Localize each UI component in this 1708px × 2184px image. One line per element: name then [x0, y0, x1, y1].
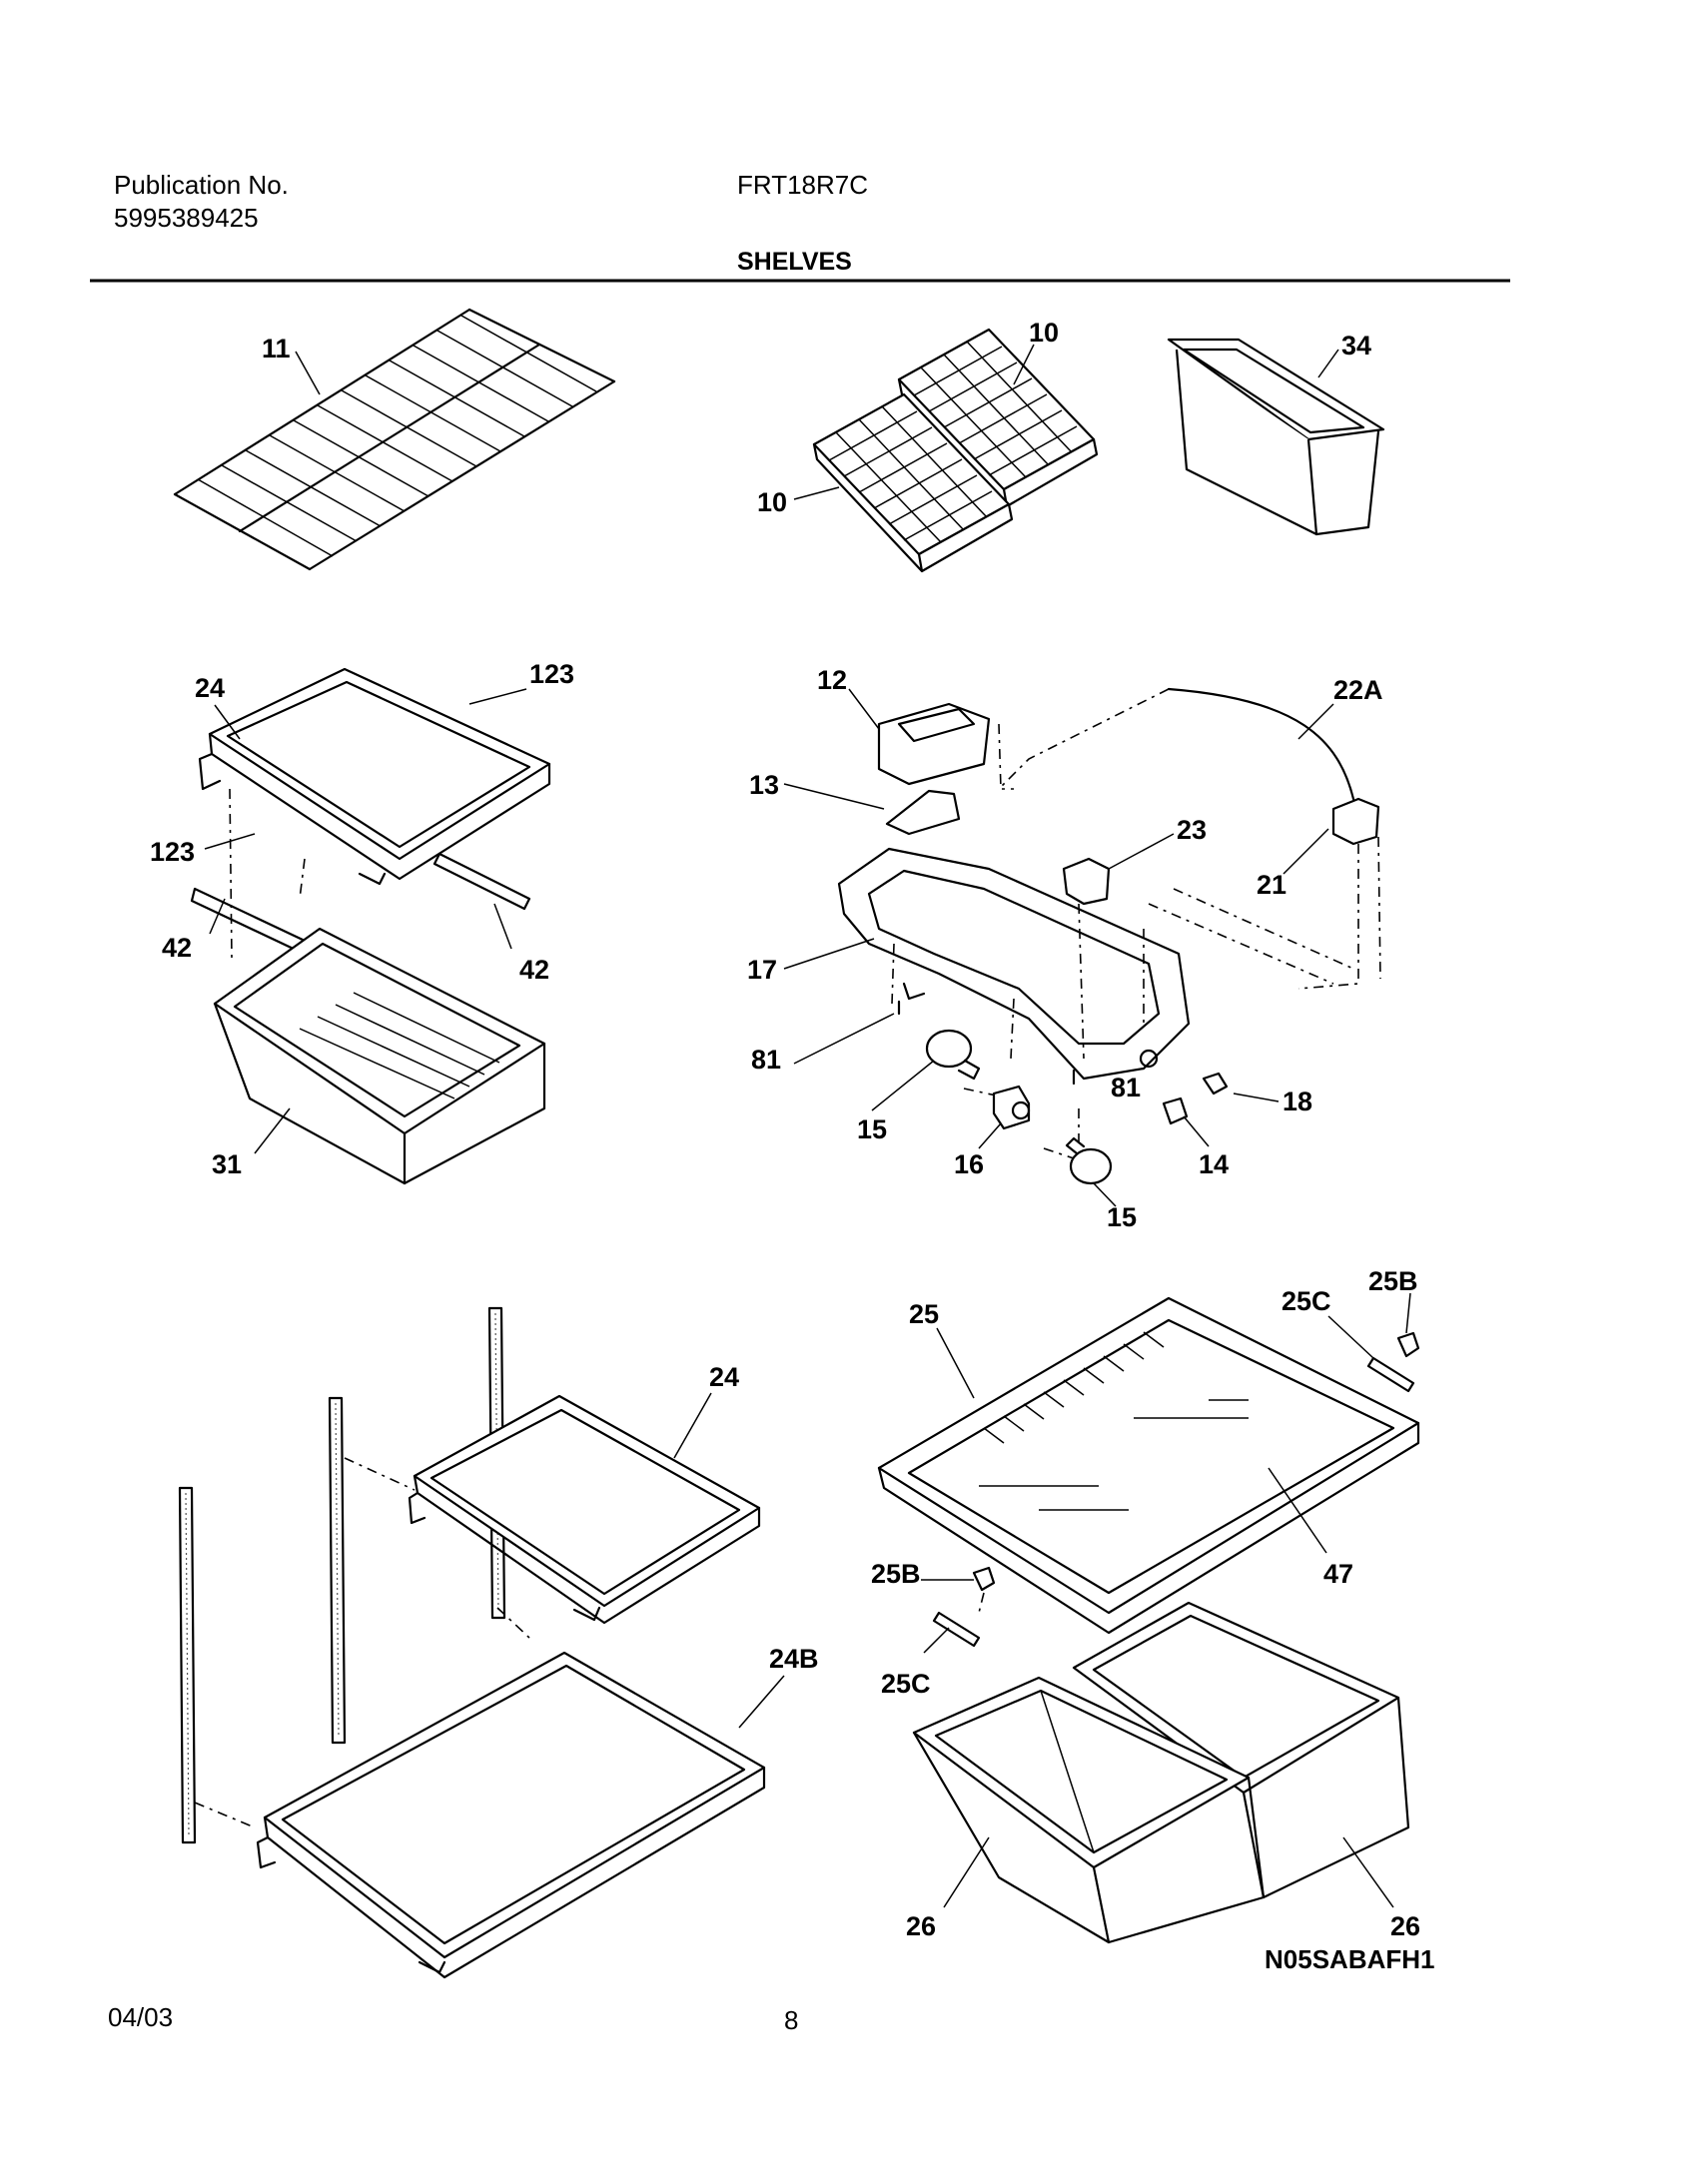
callout-25: 25 — [909, 1299, 939, 1329]
callout-16: 16 — [954, 1149, 984, 1179]
terminal-block-21 — [1331, 797, 1380, 846]
clip-25B-left — [972, 1566, 996, 1592]
callout-13: 13 — [749, 770, 779, 800]
shelf-rail-mid — [328, 1396, 347, 1745]
callout-25C-left: 25C — [881, 1669, 931, 1699]
bin-34 — [1167, 338, 1385, 536]
callout-24-lower: 24 — [709, 1362, 739, 1392]
clip-18 — [1202, 1072, 1229, 1095]
crisper-drawer-31 — [213, 927, 546, 1185]
footer-date: 04/03 — [108, 2002, 174, 2032]
callout-24B: 24B — [769, 1644, 819, 1674]
glass-shelf-24-upper — [198, 667, 551, 886]
callout-17: 17 — [747, 955, 777, 985]
callout-25B-left: 25B — [871, 1559, 921, 1589]
callout-34: 34 — [1341, 331, 1371, 361]
callout-10-lower: 10 — [757, 487, 787, 517]
crisper-drawer-26-right — [1072, 1601, 1410, 1899]
shelf-rail-short — [178, 1486, 197, 1844]
switch-23 — [1062, 857, 1111, 906]
bracket-25C-right — [1366, 1356, 1415, 1393]
shelf-bracket-42-right — [432, 852, 531, 911]
ice-tray-10-lower — [812, 392, 1014, 573]
callout-11: 11 — [262, 334, 291, 364]
light-switch-14 — [1162, 1096, 1189, 1125]
callout-31: 31 — [212, 1149, 242, 1179]
callout-21: 21 — [1257, 870, 1286, 900]
callout-10-upper: 10 — [1029, 318, 1059, 348]
light-housing-17 — [837, 847, 1191, 1081]
callout-15-right: 15 — [1107, 1202, 1137, 1232]
callout-12: 12 — [817, 665, 847, 695]
callout-22A: 22A — [1333, 675, 1383, 705]
section-title: SHELVES — [737, 248, 852, 276]
light-shield-12 — [877, 702, 991, 786]
crisper-drawer-26-left — [912, 1676, 1266, 1944]
callout-47: 47 — [1323, 1559, 1353, 1589]
light-bulb-15-right — [1065, 1136, 1113, 1185]
publication-label: Publication No. — [114, 170, 289, 200]
callout-18: 18 — [1282, 1087, 1312, 1116]
callout-123-top: 123 — [529, 659, 574, 689]
glass-shelf-24B — [256, 1651, 766, 1979]
page-number: 8 — [784, 2005, 799, 2035]
callout-42-left: 42 — [162, 933, 192, 963]
light-bulb-15-left — [925, 1029, 981, 1081]
callout-81-left: 81 — [751, 1045, 781, 1075]
callout-25C-right: 25C — [1281, 1286, 1331, 1316]
model-number: FRT18R7C — [737, 170, 869, 200]
light-lens-13 — [885, 789, 961, 836]
callout-23: 23 — [1177, 815, 1207, 845]
socket-16 — [992, 1085, 1031, 1130]
callout-81-right: 81 — [1111, 1073, 1141, 1102]
diagram-code: N05SABAFH1 — [1265, 1944, 1435, 1974]
callout-15-left: 15 — [857, 1114, 887, 1144]
callout-26-left: 26 — [906, 1911, 936, 1941]
bracket-25C-left — [932, 1611, 981, 1648]
publication-number: 5995389425 — [114, 203, 259, 233]
callout-25B-right: 25B — [1368, 1266, 1418, 1296]
glass-shelf-24-lower — [408, 1394, 761, 1625]
wire-shelf-11 — [173, 308, 616, 571]
clip-25B-right — [1396, 1331, 1420, 1358]
callout-24-upper: 24 — [195, 673, 225, 703]
callout-26-right: 26 — [1390, 1911, 1420, 1941]
wire-harness-22A — [1167, 687, 1355, 801]
ice-tray-10-upper — [897, 328, 1099, 508]
callout-42-right: 42 — [519, 955, 549, 985]
callout-123-left: 123 — [150, 837, 195, 867]
callout-14: 14 — [1199, 1149, 1229, 1179]
crisper-cover-25 — [877, 1296, 1420, 1635]
